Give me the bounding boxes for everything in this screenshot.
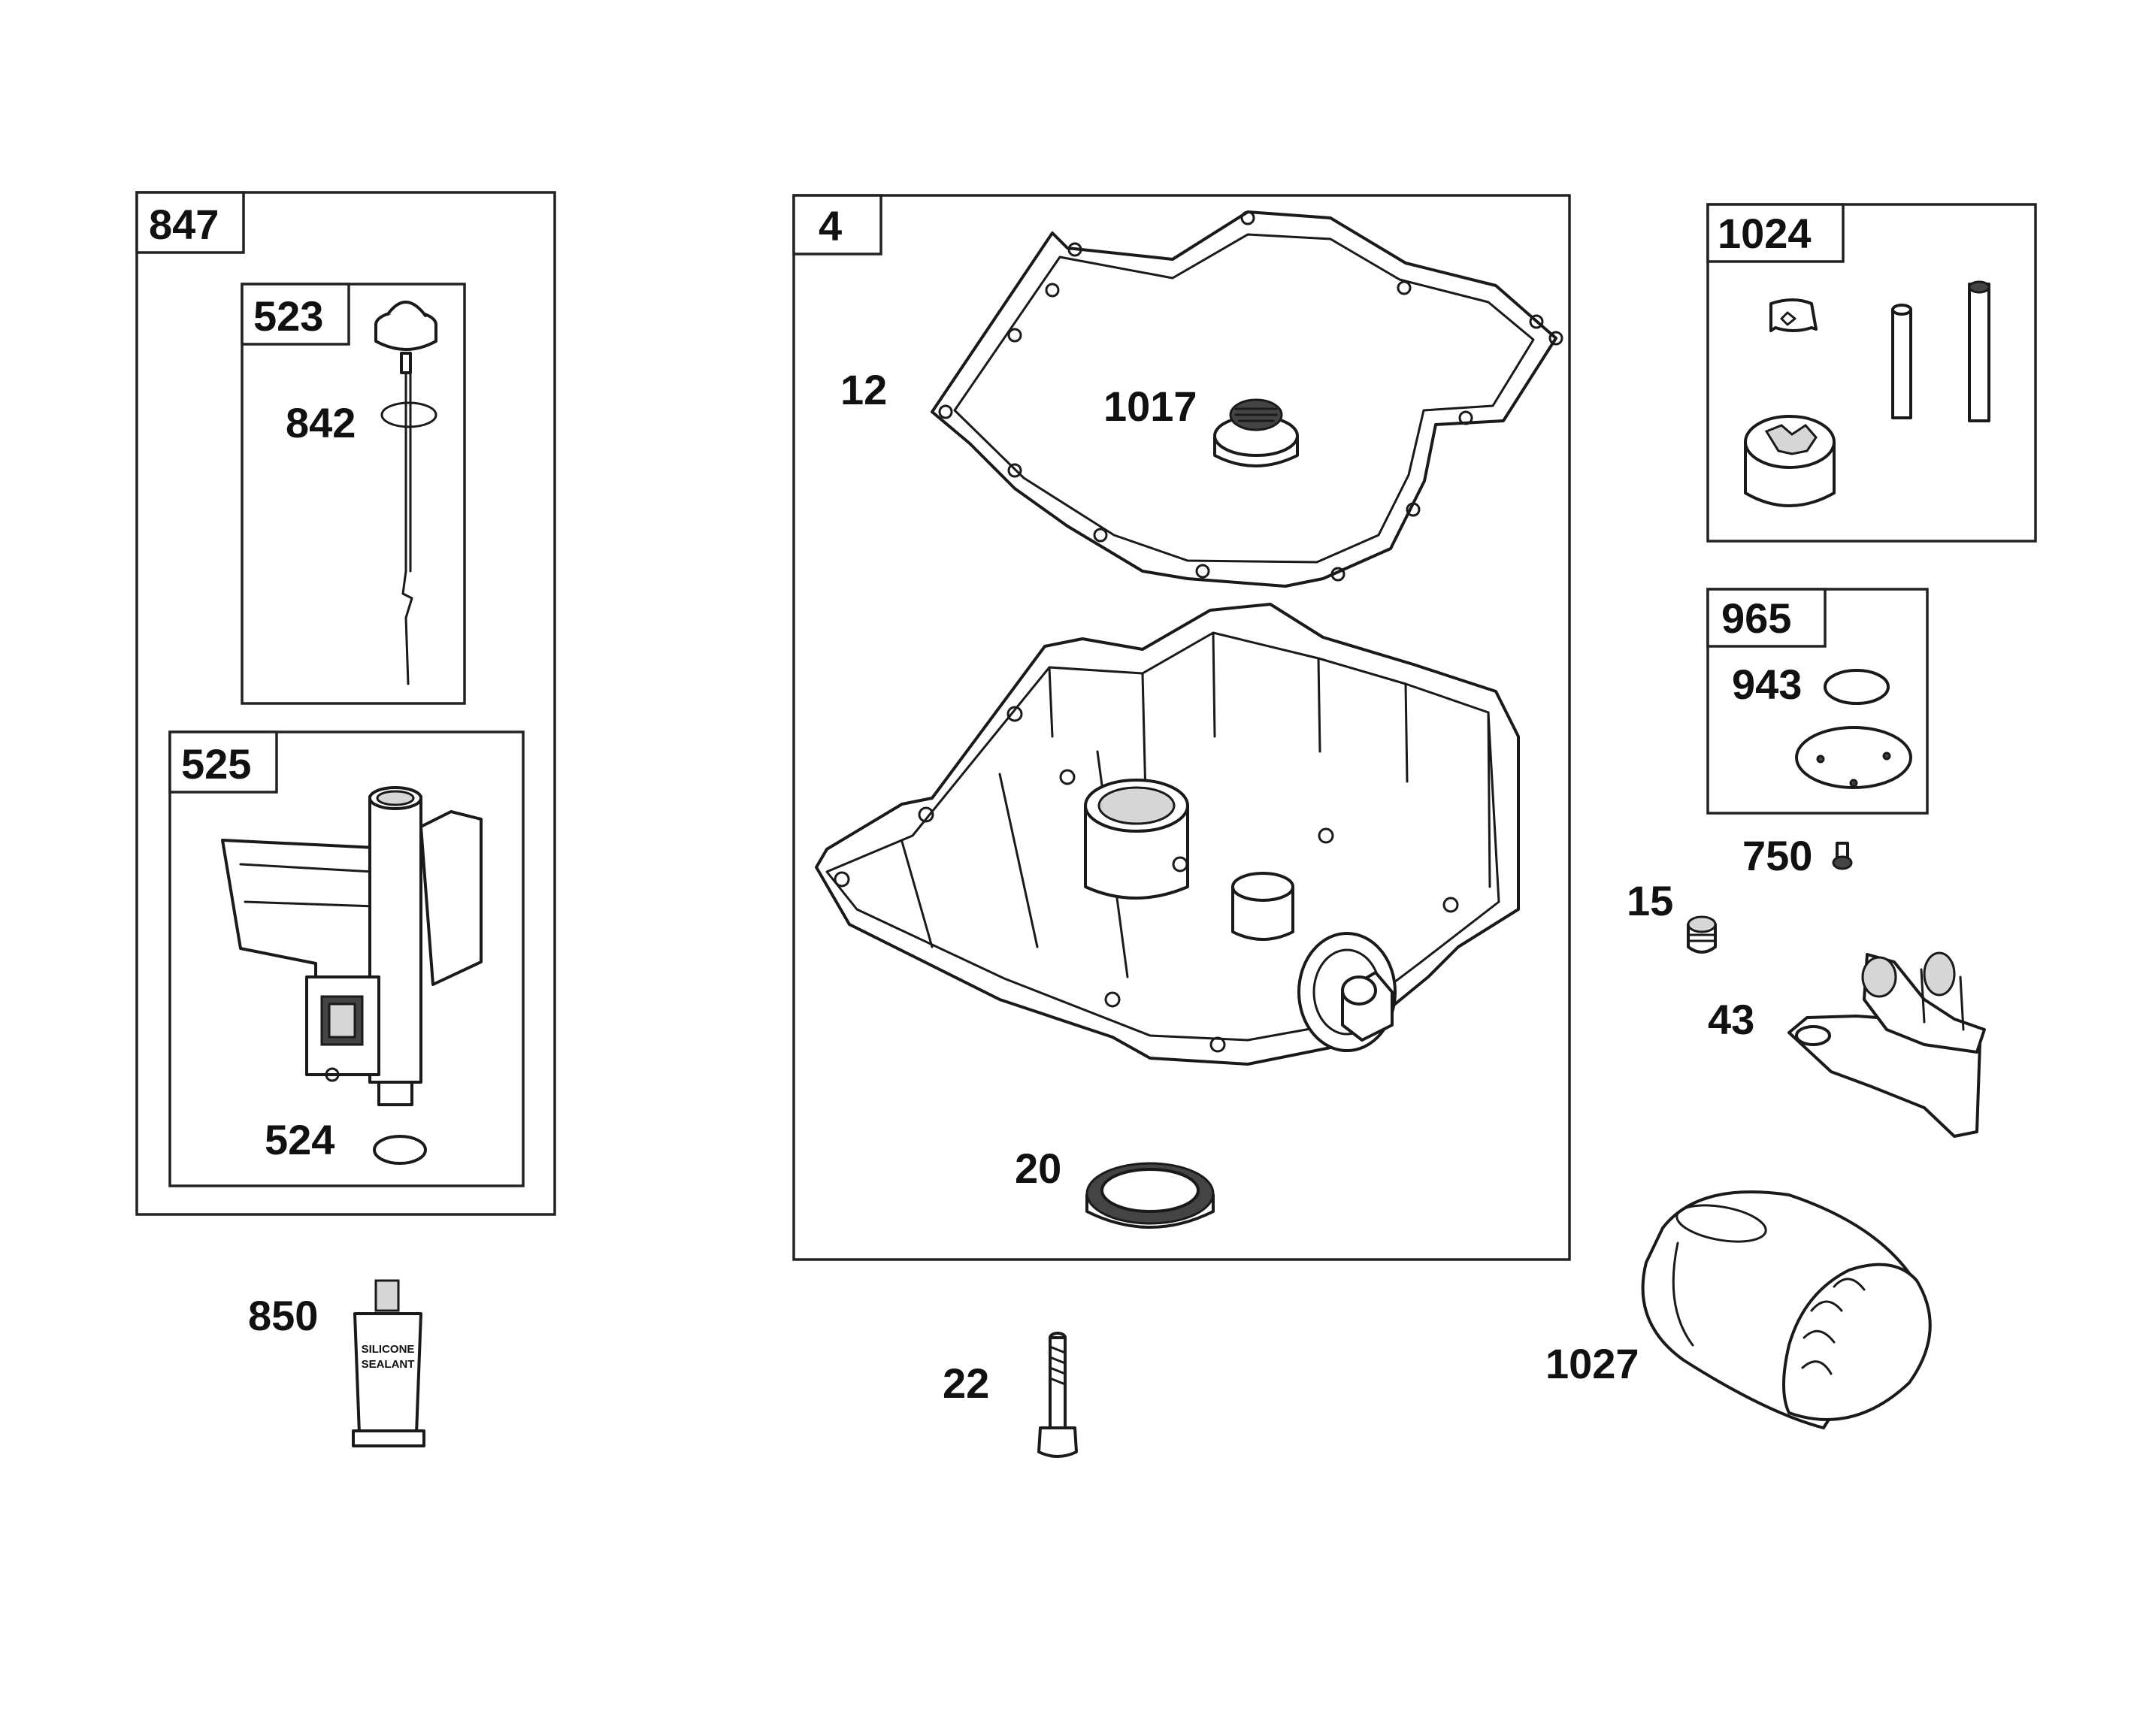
part-842-label: 842 [286, 399, 356, 446]
part-43-label: 43 [1708, 996, 1754, 1043]
part-524-label: 524 [265, 1116, 334, 1163]
group-4-label: 4 [819, 202, 842, 250]
dipstick-drawing [374, 301, 437, 685]
part-943-label: 943 [1732, 661, 1802, 708]
group-1024: 1024 [1706, 203, 2037, 543]
o-ring-943-drawing [1824, 669, 1890, 705]
group-965-label: 965 [1721, 594, 1791, 642]
group-523: 523 [241, 283, 466, 705]
governor-43-drawing [1787, 951, 1986, 1138]
plug-15-drawing [1687, 915, 1717, 954]
o-ring-524-drawing [373, 1135, 427, 1165]
part-1027-label: 1027 [1545, 1340, 1639, 1387]
cover-plate-drawing [1795, 726, 1912, 789]
fill-tube-drawing [221, 786, 483, 1106]
oil-pump-rotor-drawing [1744, 280, 1990, 507]
part-15-label: 15 [1627, 877, 1673, 924]
sealant-tube-text-1: SILICONE [362, 1343, 415, 1356]
group-525: 525 [168, 730, 525, 1187]
group-1024-label: 1024 [1718, 210, 1812, 257]
group-965: 965 [1706, 588, 1929, 815]
part-22-label: 22 [943, 1359, 989, 1407]
group-847: 847 [135, 191, 556, 1216]
group-4: 4 [792, 194, 1571, 1261]
group-523-label: 523 [253, 292, 323, 340]
sealant-tube-text-2: SEALANT [362, 1358, 415, 1371]
group-847-label: 847 [149, 201, 219, 248]
gasket-drawing [931, 210, 1563, 588]
oil-filter-drawing [1641, 1190, 1932, 1429]
filter-screen-drawing [1213, 398, 1299, 467]
bolt-22-drawing [1037, 1332, 1078, 1458]
seal-20-drawing [1085, 1162, 1215, 1229]
part-750-label: 750 [1742, 832, 1812, 879]
part-1017-label: 1017 [1103, 383, 1197, 430]
part-850-label: 850 [248, 1292, 318, 1339]
part-20-label: 20 [1015, 1145, 1061, 1192]
oil-sump-drawing [815, 603, 1520, 1066]
group-525-label: 525 [181, 740, 251, 788]
part-12-label: 12 [840, 366, 887, 413]
sealant-tube-drawing: SILICONE SEALANT [352, 1279, 425, 1447]
screw-750-drawing [1832, 842, 1853, 870]
